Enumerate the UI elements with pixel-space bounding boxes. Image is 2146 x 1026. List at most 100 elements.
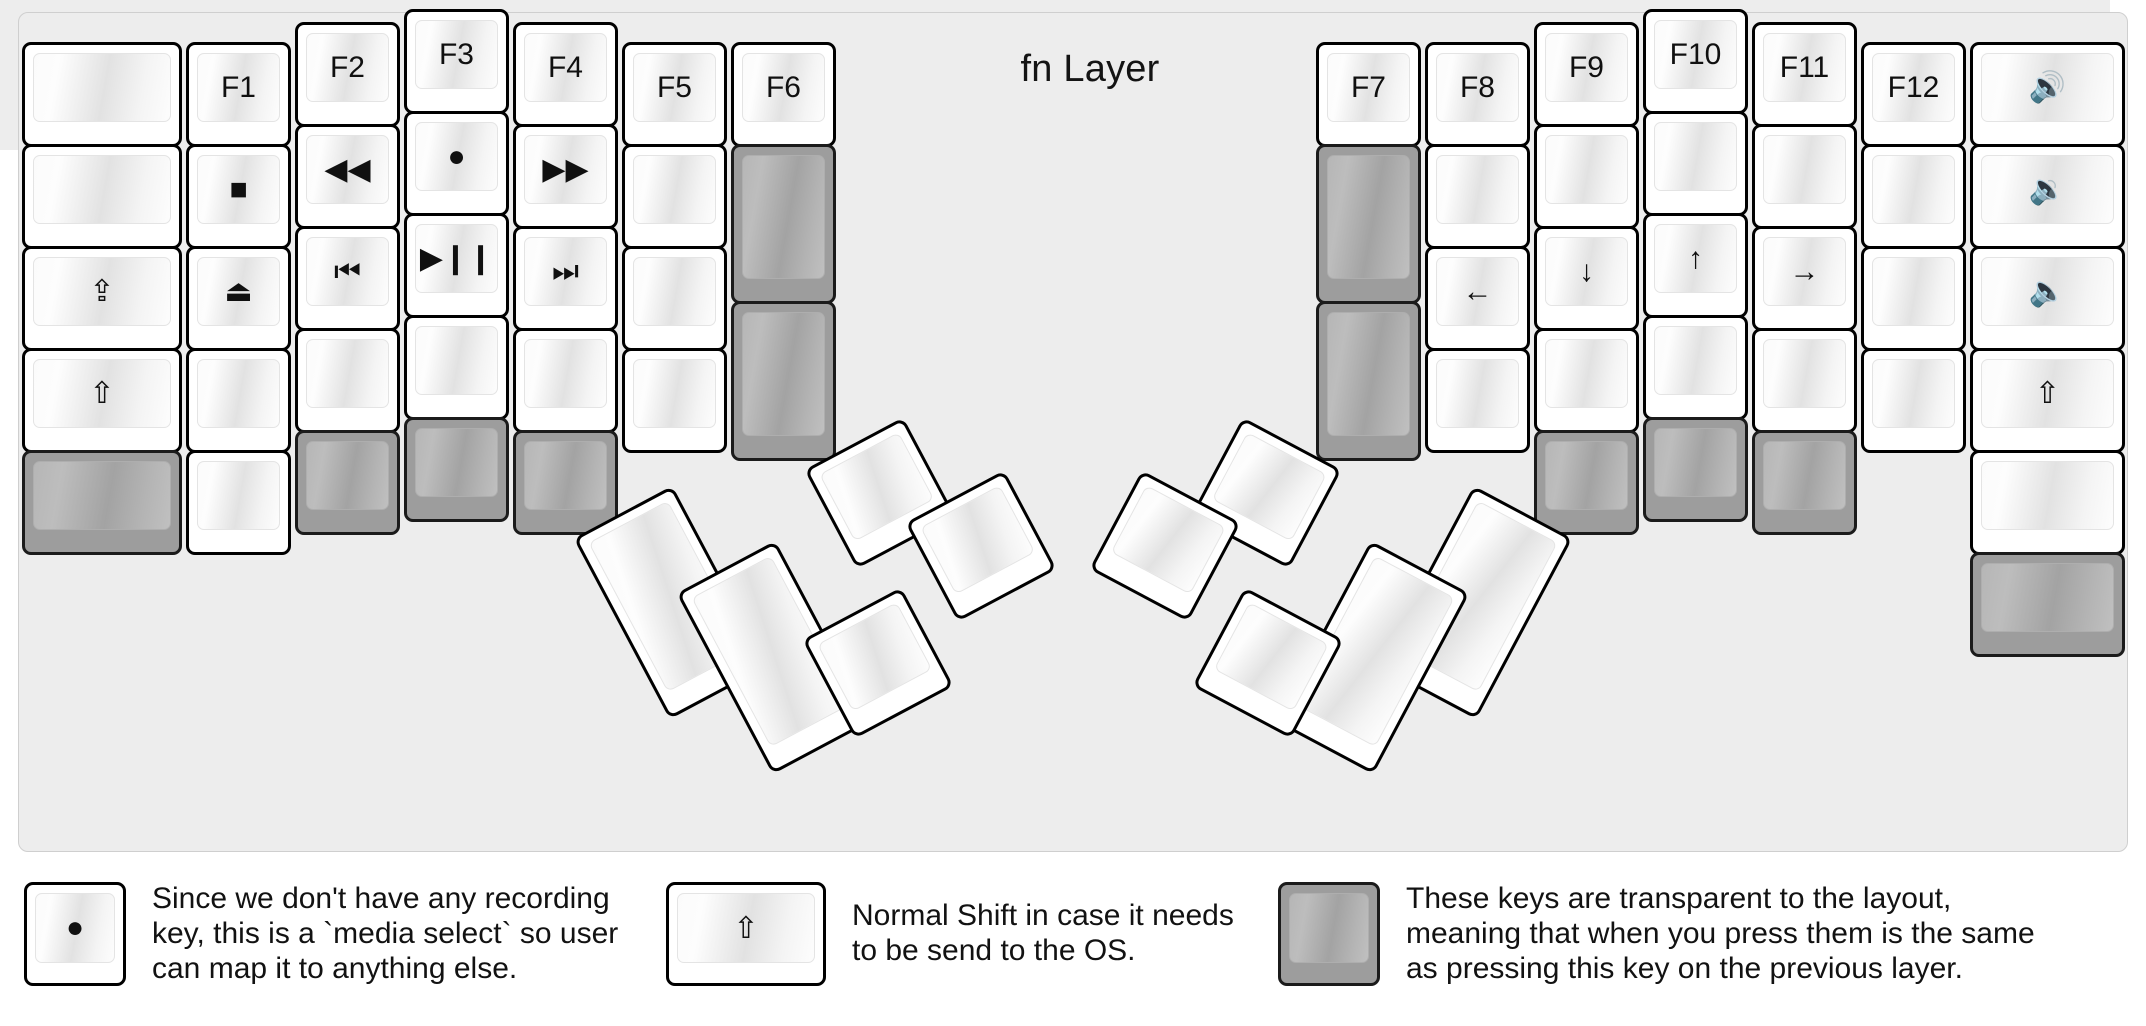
record-icon: ●: [65, 911, 85, 945]
keycap-surface: [524, 339, 607, 408]
keycap-surface: [1763, 237, 1846, 306]
key-right-col-ring-r2[interactable]: [1752, 124, 1857, 229]
key-right-col-index-r3[interactable]: ↓: [1534, 226, 1639, 331]
keycap-surface: [633, 359, 716, 428]
legend-shift-key-swatch: ⇧: [666, 882, 826, 986]
keycap-surface: [1436, 53, 1519, 122]
legend-record-key-text: Since we don't have any recording key, t…: [152, 882, 619, 985]
key-left-col-pinky-r5[interactable]: [186, 450, 291, 555]
key-right-col-pinky-outer-r4[interactable]: ⇧: [1970, 348, 2125, 453]
key-left-col-pinky-r3[interactable]: ⏏: [186, 246, 291, 351]
keycap-surface: [306, 237, 389, 306]
keycap-surface: [742, 53, 825, 122]
keycap-surface: [33, 53, 171, 122]
key-right-col-inner-most-r2[interactable]: [1316, 144, 1421, 304]
key-left-col-pinky-outer-r5[interactable]: [22, 450, 182, 555]
key-right-col-ring-r3[interactable]: →: [1752, 226, 1857, 331]
keycap-surface: [197, 53, 280, 122]
keycap-surface: [306, 441, 389, 510]
key-right-col-ring-r5[interactable]: [1752, 430, 1857, 535]
key-right-col-ring-r1[interactable]: F11: [1752, 22, 1857, 127]
key-right-col-index-inner-r1[interactable]: F8: [1425, 42, 1530, 147]
key-left-col-pinky-outer-r2[interactable]: [22, 144, 182, 249]
key-right-col-index-r5[interactable]: [1534, 430, 1639, 535]
keycap-surface: [197, 359, 280, 428]
keycap-surface: [1654, 122, 1737, 191]
key-left-col-middle-r5[interactable]: [404, 417, 509, 522]
key-left-col-ring-r3[interactable]: ⏮: [295, 226, 400, 331]
legend-shift-key: ⇧Normal Shift in case it needs to be sen…: [666, 882, 1234, 986]
key-right-col-inner-most-r1[interactable]: F7: [1316, 42, 1421, 147]
key-left-col-index-r5[interactable]: [513, 430, 618, 535]
keycap-surface: [1654, 326, 1737, 395]
key-left-col-middle-r2[interactable]: ●: [404, 111, 509, 216]
key-right-col-index-r1[interactable]: F9: [1534, 22, 1639, 127]
keycap-surface: [1327, 312, 1410, 436]
key-left-col-index-r1[interactable]: F4: [513, 22, 618, 127]
key-right-col-index-r4[interactable]: [1534, 328, 1639, 433]
key-right-col-pinky-outer-r6[interactable]: [1970, 552, 2125, 657]
key-left-col-pinky-outer-r4[interactable]: ⇧: [22, 348, 182, 453]
legend-record-key: ● Since we don't have any recording key, …: [24, 882, 619, 987]
key-left-col-index-r2[interactable]: ▶▶: [513, 124, 618, 229]
keycap-surface: [1545, 33, 1628, 102]
key-right-col-index-inner-r3[interactable]: ←: [1425, 246, 1530, 351]
key-left-col-index-r3[interactable]: ⏭: [513, 226, 618, 331]
key-left-col-index-inner-r3[interactable]: [622, 246, 727, 351]
keycap-surface: [197, 461, 280, 530]
key-left-col-pinky-r4[interactable]: [186, 348, 291, 453]
key-left-col-middle-r1[interactable]: F3: [404, 9, 509, 114]
shift-icon: ⇧: [733, 911, 759, 945]
key-right-col-pinky-r4[interactable]: [1861, 348, 1966, 453]
key-left-col-ring-r5[interactable]: [295, 430, 400, 535]
keycap-surface: [1763, 33, 1846, 102]
key-left-col-index-inner-r1[interactable]: F5: [622, 42, 727, 147]
keycap-surface: [1872, 257, 1955, 326]
key-right-col-index-inner-r4[interactable]: [1425, 348, 1530, 453]
key-right-col-pinky-r1[interactable]: F12: [1861, 42, 1966, 147]
key-left-col-pinky-outer-r1[interactable]: [22, 42, 182, 147]
key-right-col-pinky-outer-r5[interactable]: [1970, 450, 2125, 555]
keycap-surface: [1327, 155, 1410, 279]
key-right-col-middle-r3[interactable]: ↑: [1643, 213, 1748, 318]
key-right-col-index-inner-r2[interactable]: [1425, 144, 1530, 249]
key-left-col-middle-r4[interactable]: [404, 315, 509, 420]
keycap-surface: [742, 155, 825, 279]
key-left-col-pinky-r1[interactable]: F1: [186, 42, 291, 147]
key-right-col-pinky-r3[interactable]: [1861, 246, 1966, 351]
key-right-col-pinky-outer-r3[interactable]: 🔈: [1970, 246, 2125, 351]
keycap-surface: [415, 20, 498, 89]
keycap-surface: [415, 122, 498, 191]
key-left-col-ring-r4[interactable]: [295, 328, 400, 433]
key-right-col-middle-r4[interactable]: [1643, 315, 1748, 420]
keycap-surface: [742, 312, 825, 436]
key-left-col-pinky-r2[interactable]: ■: [186, 144, 291, 249]
key-left-col-inner-most-r1[interactable]: F6: [731, 42, 836, 147]
keycap-surface: [1545, 441, 1628, 510]
keycap-surface: [633, 53, 716, 122]
key-right-col-index-r2[interactable]: [1534, 124, 1639, 229]
key-right-col-inner-most-r3[interactable]: [1316, 301, 1421, 461]
legend-record-key-swatch: ●: [24, 882, 126, 987]
key-left-col-index-r4[interactable]: [513, 328, 618, 433]
key-left-col-index-inner-r4[interactable]: [622, 348, 727, 453]
key-right-col-pinky-outer-r1[interactable]: 🔊: [1970, 42, 2125, 147]
key-right-col-middle-r5[interactable]: [1643, 417, 1748, 522]
keycap-surface: [1763, 135, 1846, 204]
key-right-col-middle-r2[interactable]: [1643, 111, 1748, 216]
keycap-surface: [1981, 563, 2114, 632]
key-left-col-index-inner-r2[interactable]: [622, 144, 727, 249]
key-left-col-pinky-outer-r3[interactable]: ⇪: [22, 246, 182, 351]
key-left-col-inner-most-r3[interactable]: [731, 301, 836, 461]
key-left-col-middle-r3[interactable]: ▶❙❙: [404, 213, 509, 318]
key-left-col-inner-most-r2[interactable]: [731, 144, 836, 304]
key-right-col-middle-r1[interactable]: F10: [1643, 9, 1748, 114]
key-left-col-ring-r1[interactable]: F2: [295, 22, 400, 127]
key-right-col-ring-r4[interactable]: [1752, 328, 1857, 433]
key-left-col-ring-r2[interactable]: ◀◀: [295, 124, 400, 229]
keycap-surface: [1981, 155, 2114, 224]
key-right-col-pinky-outer-r2[interactable]: 🔉: [1970, 144, 2125, 249]
key-right-col-pinky-r2[interactable]: [1861, 144, 1966, 249]
keycap-surface: [33, 359, 171, 428]
